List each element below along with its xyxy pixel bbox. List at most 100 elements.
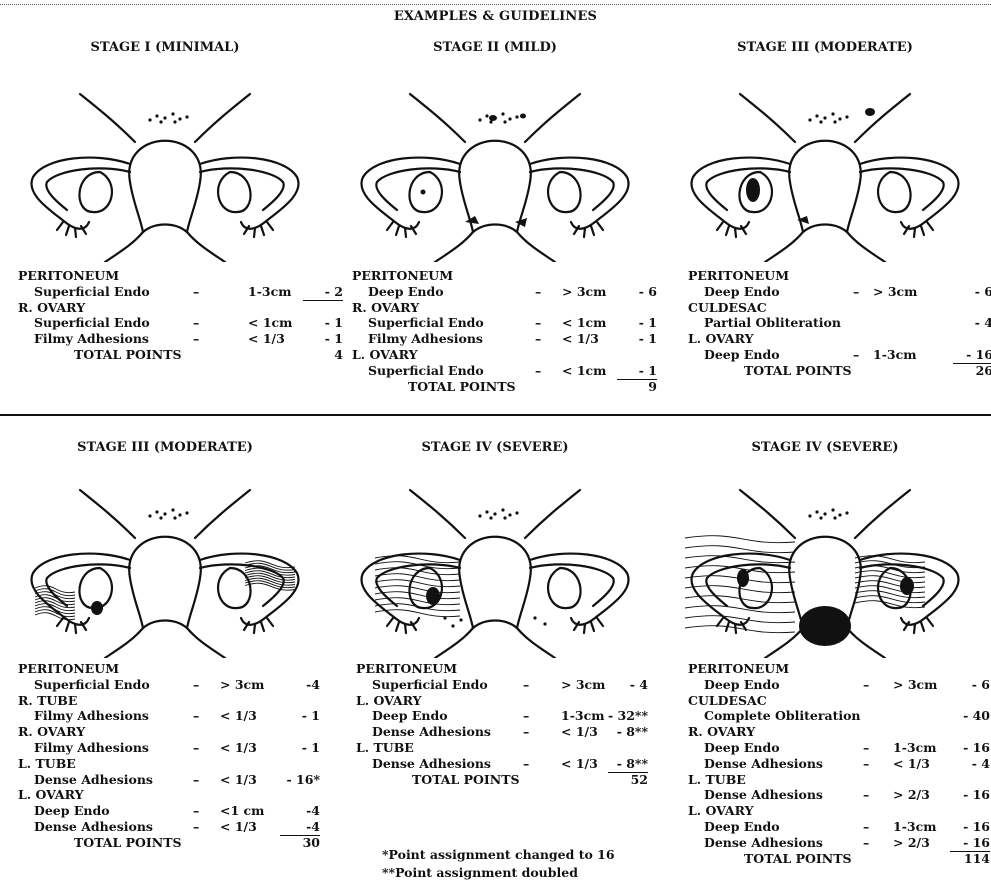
dash-separator: – xyxy=(863,740,869,756)
site-header: L. OVARY xyxy=(352,347,662,363)
pelvic-anatomy-diagram xyxy=(5,72,325,262)
lesion-size: > 3cm xyxy=(561,677,605,693)
dash-separator: – xyxy=(523,756,529,772)
finding-label: Deep Endo xyxy=(704,284,780,300)
lesion-size: 1-3cm xyxy=(893,819,936,835)
dash-separator: – xyxy=(193,677,199,693)
scoring-list: PERITONEUMSuperficial Endo–1-3cm- 2R. OV… xyxy=(18,268,348,363)
total-row: TOTAL POINTS26 xyxy=(688,363,991,379)
points-value: - 8** xyxy=(608,756,648,773)
dash-separator: – xyxy=(193,331,199,347)
finding-label: R. OVARY xyxy=(18,300,85,316)
section-divider xyxy=(0,414,991,416)
dash-separator: – xyxy=(193,284,199,300)
dash-separator: – xyxy=(863,756,869,772)
lesion-size: > 3cm xyxy=(893,677,937,693)
site-header: R. OVARY xyxy=(688,724,991,740)
finding-label: L. TUBE xyxy=(356,740,414,756)
finding-row: Deep Endo–<1 cm-4 xyxy=(18,803,325,819)
site-header: L. TUBE xyxy=(688,772,991,788)
total-points: 52 xyxy=(608,772,648,788)
finding-row: Dense Adhesions–> 2/3- 16 xyxy=(688,787,991,803)
dash-separator: – xyxy=(523,708,529,724)
site-header: L. OVARY xyxy=(688,331,991,347)
finding-row: Dense Adhesions–< 1/3- 16* xyxy=(18,772,325,788)
footnote-single: *Point assignment changed to 16 xyxy=(382,846,615,864)
total-label: TOTAL POINTS xyxy=(74,835,182,851)
stage-title: STAGE II (MILD) xyxy=(330,40,660,55)
total-row: TOTAL POINTS30 xyxy=(18,835,325,851)
finding-label: Dense Adhesions xyxy=(372,756,491,772)
stage-title: STAGE III (MODERATE) xyxy=(0,440,330,455)
points-value: - 16 xyxy=(950,835,990,852)
finding-label: R. OVARY xyxy=(688,724,755,740)
total-label: TOTAL POINTS xyxy=(744,363,852,379)
finding-label: L. OVARY xyxy=(18,787,84,803)
finding-label: Filmy Adhesions xyxy=(34,331,149,347)
dash-separator: – xyxy=(863,819,869,835)
dash-separator: – xyxy=(193,708,199,724)
finding-row: Deep Endo–> 3cm- 6 xyxy=(688,284,991,300)
footnote-double: **Point assignment doubled xyxy=(382,864,578,882)
lesion-size: 1-3cm xyxy=(561,708,604,724)
total-label: TOTAL POINTS xyxy=(74,347,182,363)
finding-label: Superficial Endo xyxy=(34,677,150,693)
lesion-size: < 1/3 xyxy=(220,772,257,788)
total-label: TOTAL POINTS xyxy=(744,851,852,867)
points-value: - 6 xyxy=(953,284,991,300)
finding-label: Dense Adhesions xyxy=(372,724,491,740)
dash-separator: – xyxy=(193,315,199,331)
finding-row: Deep Endo–1-3cm- 32** xyxy=(356,708,653,724)
finding-row: Filmy Adhesions–< 1/3- 1 xyxy=(18,331,348,347)
finding-label: R. TUBE xyxy=(18,693,77,709)
total-points: 9 xyxy=(617,379,657,395)
top-dotted-rule xyxy=(0,4,991,5)
finding-label: PERITONEUM xyxy=(18,661,119,677)
dash-separator: – xyxy=(535,315,541,331)
finding-label: CULDESAC xyxy=(688,693,767,709)
pelvic-anatomy-diagram xyxy=(665,468,985,658)
finding-label: R. OVARY xyxy=(352,300,419,316)
points-value: - 16* xyxy=(280,772,320,788)
finding-label: Deep Endo xyxy=(704,347,780,363)
finding-row: Deep Endo–> 3cm- 6 xyxy=(688,677,991,693)
pelvic-anatomy-diagram xyxy=(665,72,985,262)
finding-label: PERITONEUM xyxy=(352,268,453,284)
stage-title: STAGE I (MINIMAL) xyxy=(0,40,330,55)
finding-row: Filmy Adhesions–< 1/3- 1 xyxy=(18,740,325,756)
dash-separator: – xyxy=(863,787,869,803)
points-value: - 1 xyxy=(303,331,343,347)
dash-separator: – xyxy=(523,677,529,693)
points-value: - 1 xyxy=(280,708,320,724)
lesion-size: < 1cm xyxy=(248,315,292,331)
finding-label: CULDESAC xyxy=(688,300,767,316)
lesion-size: < 1/3 xyxy=(561,724,598,740)
total-points: 114 xyxy=(950,851,990,867)
points-value: - 1 xyxy=(617,331,657,347)
finding-label: Deep Endo xyxy=(372,708,448,724)
stage-title: STAGE IV (SEVERE) xyxy=(660,440,990,455)
lesion-size: < 1/3 xyxy=(220,740,257,756)
finding-label: L. TUBE xyxy=(18,756,76,772)
finding-row: Superficial Endo–< 1cm- 1 xyxy=(18,315,348,331)
dash-separator: – xyxy=(853,284,859,300)
finding-label: Deep Endo xyxy=(34,803,110,819)
points-value: -4 xyxy=(280,677,320,693)
lesion-size: < 1/3 xyxy=(220,708,257,724)
dash-separator: – xyxy=(193,772,199,788)
dash-separator: – xyxy=(535,363,541,379)
scoring-list: PERITONEUMSuperficial Endo–> 3cm- 4L. OV… xyxy=(356,661,653,787)
finding-label: R. OVARY xyxy=(18,724,85,740)
dash-separator: – xyxy=(535,284,541,300)
points-value: - 1 xyxy=(617,363,657,380)
lesion-size: 1-3cm xyxy=(873,347,916,363)
finding-row: Dense Adhesions–< 1/3-4 xyxy=(18,819,325,835)
lesion-size: 1-3cm xyxy=(248,284,291,300)
finding-label: PERITONEUM xyxy=(356,661,457,677)
finding-label: Superficial Endo xyxy=(34,284,150,300)
points-value: - 4 xyxy=(950,756,990,772)
points-value: - 16 xyxy=(950,819,990,835)
site-header: L. OVARY xyxy=(18,787,325,803)
total-label: TOTAL POINTS xyxy=(412,772,520,788)
site-header: PERITONEUM xyxy=(688,268,991,284)
